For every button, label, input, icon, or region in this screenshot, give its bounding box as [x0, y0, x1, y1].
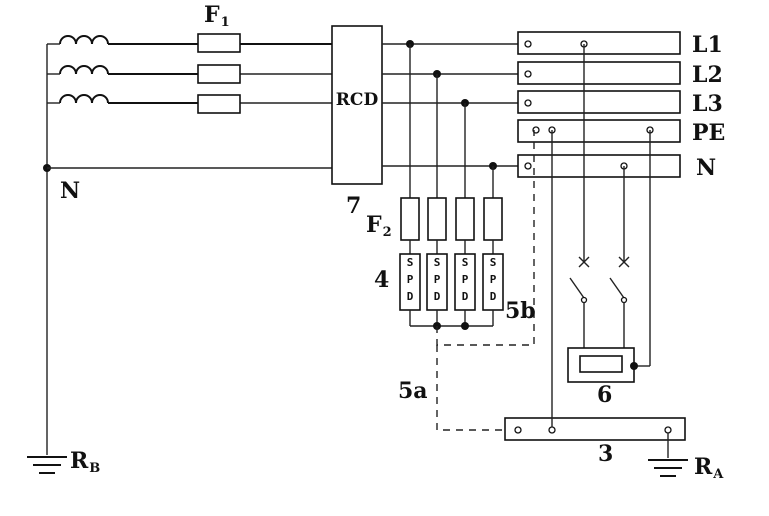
- label-item-3: 3: [598, 441, 613, 467]
- busbar-l1: [517, 31, 681, 55]
- busbar-l2: [517, 61, 681, 85]
- fuse-f1-group: [197, 33, 241, 114]
- equipotential-bar: [504, 130, 686, 458]
- star-point-wiring: [43, 43, 60, 455]
- spd-4-letter-p: P: [490, 273, 497, 286]
- fuse-f2-group: [400, 197, 503, 254]
- fuse-f1-l2: [197, 64, 241, 84]
- dashed-earth-links: [436, 130, 535, 431]
- rcd-box: [331, 25, 383, 185]
- transformer-coils: [59, 35, 109, 104]
- device-6-inner: [579, 355, 623, 373]
- label-item-5b: 5b: [505, 298, 536, 324]
- spd-1-letter-d: D: [407, 290, 414, 303]
- label-neutral-point: N: [60, 178, 80, 204]
- spd-feed-lines: [409, 44, 494, 198]
- busbar-n: [517, 154, 681, 178]
- rcd-output-lines: [382, 40, 518, 170]
- label-rb: RB: [70, 448, 100, 476]
- spd-3-letter-d: D: [462, 290, 469, 303]
- busbar-l3: [517, 90, 681, 114]
- spd-2-letter-s: S: [434, 256, 441, 269]
- label-item-7: 7: [346, 193, 361, 219]
- spd-4-letter-d: D: [490, 290, 497, 303]
- label-ra: RA: [694, 454, 724, 482]
- phase-lines-to-f1: [47, 43, 332, 169]
- label-fuse-f1: F1: [204, 2, 230, 30]
- label-item-5a: 5a: [398, 378, 428, 404]
- fuse-f1-l1: [197, 33, 241, 53]
- earth-rb-symbol: [27, 456, 67, 474]
- busbar-pe: [517, 119, 681, 143]
- spd-2-letter-p: P: [434, 273, 441, 286]
- spd-common-bus: [409, 310, 494, 330]
- label-n-bus: N: [696, 155, 716, 181]
- fuse-f1-l3: [197, 94, 241, 114]
- label-l1: L1: [692, 32, 723, 58]
- label-fuse-f2: F2: [366, 212, 392, 240]
- spd-2-letter-d: D: [434, 290, 441, 303]
- load-circuit: [567, 44, 651, 383]
- spd-3-letter-p: P: [462, 273, 469, 286]
- label-item-4: 4: [374, 267, 389, 293]
- busbars: [517, 31, 681, 178]
- label-l3: L3: [692, 91, 723, 117]
- spd-3-letter-s: S: [462, 256, 469, 269]
- label-item-6: 6: [597, 382, 612, 408]
- earth-ra-symbol: [648, 459, 688, 477]
- label-l2: L2: [692, 62, 723, 88]
- spd-group: S P D S P D S P D S P D: [399, 253, 504, 311]
- spd-1-letter-p: P: [407, 273, 414, 286]
- spd-4-letter-s: S: [490, 256, 497, 269]
- label-pe: PE: [692, 120, 725, 146]
- label-rcd: RCD: [336, 90, 379, 110]
- spd-1-letter-s: S: [407, 256, 414, 269]
